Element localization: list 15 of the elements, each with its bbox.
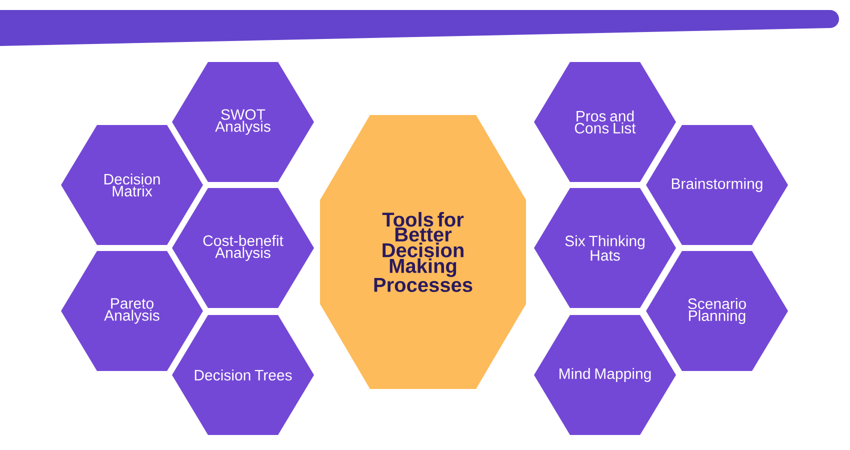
node-label: Six Thinking Hats: [565, 235, 644, 261]
node-label: Decision Matrix: [104, 173, 160, 196]
hexagon: Cost-benefit Analysis: [172, 188, 314, 308]
node-label: Scenario Planning: [688, 298, 746, 324]
hexagon: Six Thinking Hats: [534, 188, 676, 308]
hexagon: Scenario Planning: [646, 251, 788, 371]
hexagon: Decision Trees: [172, 315, 314, 435]
node-label: Pareto Analysis: [104, 298, 160, 324]
hexagon: Brainstorming: [646, 125, 788, 245]
node-label: Cost-benefit Analysis: [203, 235, 284, 261]
hexagon: SWOT Analysis: [172, 62, 314, 182]
hexagon: Decision Matrix: [61, 125, 203, 245]
hexagon: Pareto Analysis: [61, 251, 203, 371]
central-hexagon: Tools for Better Decision Making Processes: [320, 115, 526, 389]
hexagon: Mind Mapping: [534, 315, 676, 435]
